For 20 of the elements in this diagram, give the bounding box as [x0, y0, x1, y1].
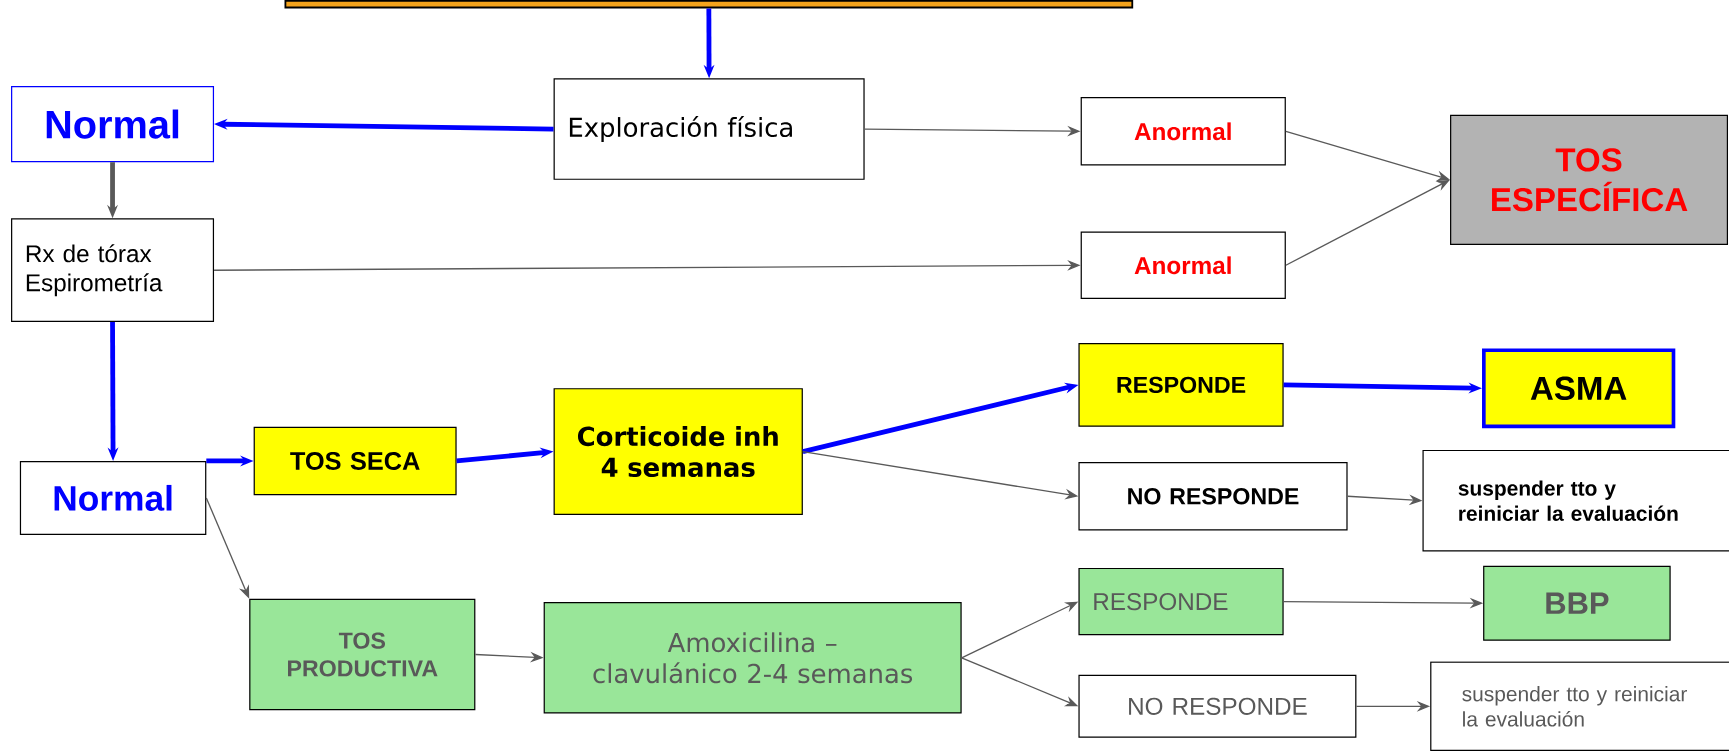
process-box: Exploración física: [553, 78, 865, 180]
process-box: Rx de tórax Espirometría: [11, 218, 215, 323]
result-box: Normal: [19, 460, 207, 535]
diagnosis-box: BBP: [1483, 565, 1671, 641]
result-box: NO RESPONDE: [1078, 674, 1357, 738]
result-box: Anormal: [1080, 231, 1286, 299]
process-box: Corticoide inh 4 semanas: [553, 388, 803, 516]
process-box: Amoxicilina –clavulánico 2-4 semanas: [543, 602, 962, 714]
process-box: TOS PRODUCTIVA: [249, 598, 476, 711]
header-box: [284, 0, 1134, 9]
result-box: RESPONDE: [1078, 567, 1284, 636]
diagnosis-box: ASMA: [1482, 348, 1676, 429]
result-box: Anormal: [1080, 97, 1286, 166]
result-box: Normal: [11, 86, 215, 163]
result-box: RESPONDE: [1078, 342, 1284, 427]
diagnosis-box: TOS ESPECÍFICA: [1450, 114, 1729, 245]
result-box: NO RESPONDE: [1078, 462, 1348, 531]
note-box: suspender tto y reiniciar la evaluación: [1422, 449, 1729, 552]
process-box: TOS SECA: [253, 426, 457, 496]
note-box: suspender tto y reiniciar la evaluación: [1430, 661, 1729, 752]
